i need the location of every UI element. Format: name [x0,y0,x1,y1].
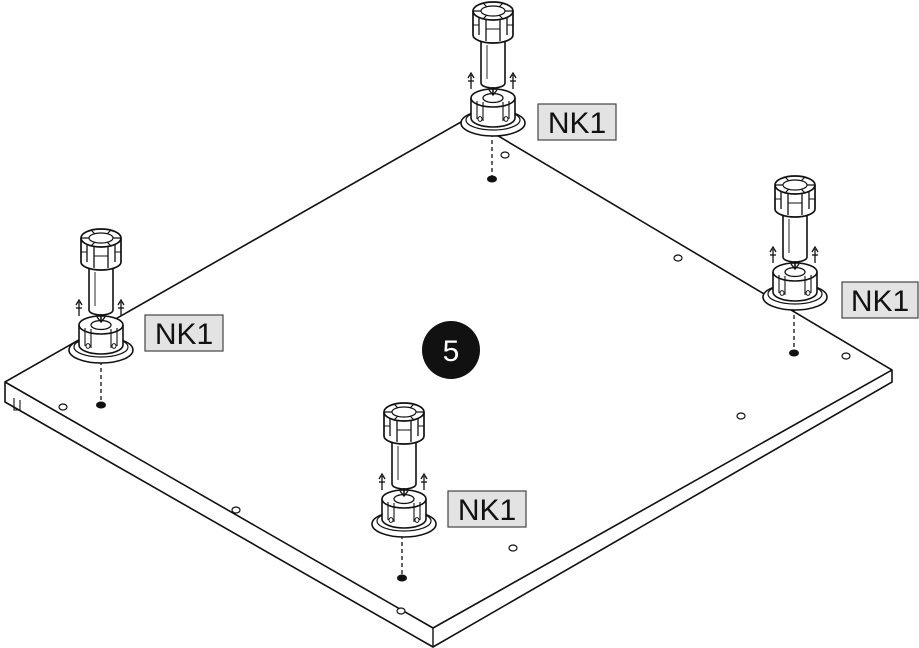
part-label: NK1 [447,490,527,528]
adjustable-foot [762,175,828,311]
step-number: 5 [443,335,460,368]
hole [508,544,518,552]
step-badge: 5 [422,321,480,379]
hole [841,352,851,360]
part-label-text: NK1 [155,318,213,351]
hole [500,151,510,159]
part-label: NK1 [537,103,617,141]
mounting-hole [789,349,799,357]
hole [736,412,746,420]
part-label-text: NK1 [458,494,516,527]
hole [673,254,683,262]
part-label-text: NK1 [851,285,909,318]
mounting-holes [96,133,799,582]
mounting-hole [96,401,106,409]
floor-panel [4,117,893,648]
panel-holes [58,151,851,615]
part-label: NK1 [841,281,919,319]
mounting-hole [397,574,407,582]
adjustable-foot [460,1,526,137]
part-label: NK1 [144,314,224,352]
mounting-hole [487,175,497,183]
hole [58,403,68,411]
adjustable-foot [68,228,134,364]
hole [231,506,241,514]
part-label-text: NK1 [548,107,606,140]
hole [396,607,406,615]
